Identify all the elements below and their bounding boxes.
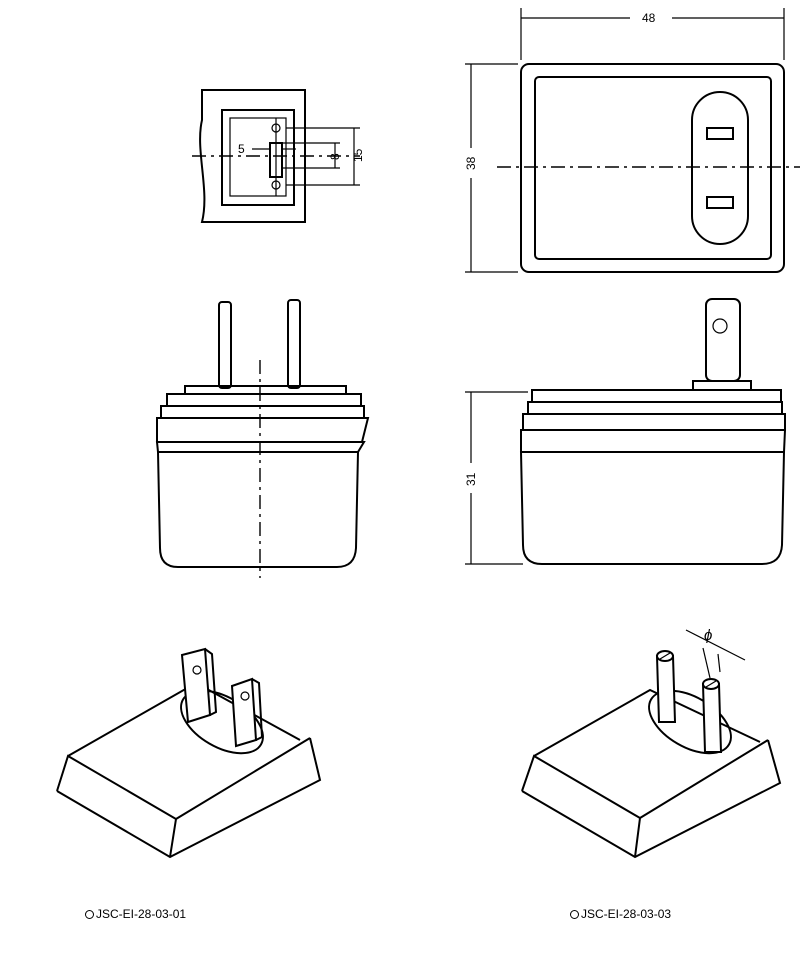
dim-15-label: 15 [351, 148, 365, 162]
detail-view: 5 8 15 [192, 89, 365, 223]
dim-38-label: 38 [464, 156, 478, 170]
front-view [155, 299, 370, 578]
isometric-round-pin-view: ϕ [521, 627, 782, 859]
caption-left: JSC-EI-28-03-01 [85, 907, 186, 921]
dim-8-label: 8 [328, 153, 342, 160]
circle-icon [85, 909, 94, 919]
side-view: 31 [464, 298, 787, 565]
dim-48-label: 48 [642, 11, 656, 25]
phi-label: ϕ [704, 627, 712, 644]
dim-5-label: 5 [238, 142, 245, 156]
dim-31-label: 31 [464, 472, 478, 486]
caption-left-text: JSC-EI-28-03-01 [96, 907, 187, 921]
isometric-flat-blade-view [56, 647, 322, 859]
circle-icon [570, 909, 579, 919]
top-view: 48 38 [464, 8, 800, 273]
caption-right: JSC-EI-28-03-03 [570, 907, 671, 921]
caption-right-text: JSC-EI-28-03-03 [581, 907, 672, 921]
